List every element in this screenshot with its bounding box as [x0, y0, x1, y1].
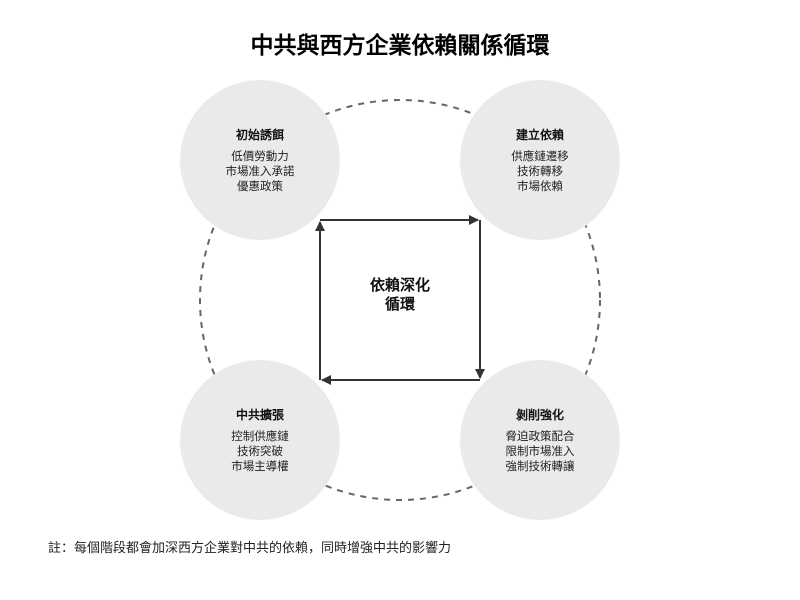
node-initial-lure: 初始誘餌 低價勞動力 市場准入承諾 優惠政策: [180, 80, 340, 240]
node-title: 中共擴張: [235, 408, 284, 422]
node-title: 初始誘餌: [235, 128, 284, 142]
node-item: 優惠政策: [237, 179, 283, 193]
node-item: 脅迫政策配合: [505, 429, 575, 443]
node-item: 低價勞動力: [231, 149, 289, 163]
node-item: 市場主導權: [231, 459, 289, 473]
node-item: 技術轉移: [517, 164, 563, 178]
node-item: 供應鏈遷移: [511, 149, 569, 163]
center-label-line2: 循環: [384, 295, 415, 313]
node-exploitation: 剝削強化 脅迫政策配合 限制市場准入 強制技術轉讓: [460, 360, 620, 520]
node-item: 市場准入承諾: [225, 164, 295, 178]
node-build-dependency: 建立依賴 供應鏈遷移 技術轉移 市場依賴: [460, 80, 620, 240]
footnote: 註：每個階段都會加深西方企業對中共的依賴，同時增強中共的影響力: [48, 541, 452, 556]
diagram-title: 中共與西方企業依賴關係循環: [250, 33, 550, 59]
node-item: 強制技術轉讓: [505, 459, 575, 473]
node-ccp-expansion: 中共擴張 控制供應鏈 技術突破 市場主導權: [180, 360, 340, 520]
center-label-line1: 依賴深化: [369, 276, 430, 294]
node-item: 技術突破: [237, 444, 283, 458]
node-item: 控制供應鏈: [231, 429, 289, 443]
node-item: 限制市場准入: [505, 444, 575, 458]
center-label: 依賴深化 循環: [320, 276, 480, 314]
node-title: 剝削強化: [515, 408, 564, 422]
node-title: 建立依賴: [515, 128, 564, 142]
node-item: 市場依賴: [517, 179, 563, 193]
outer-dashed-ring: [199, 99, 601, 501]
